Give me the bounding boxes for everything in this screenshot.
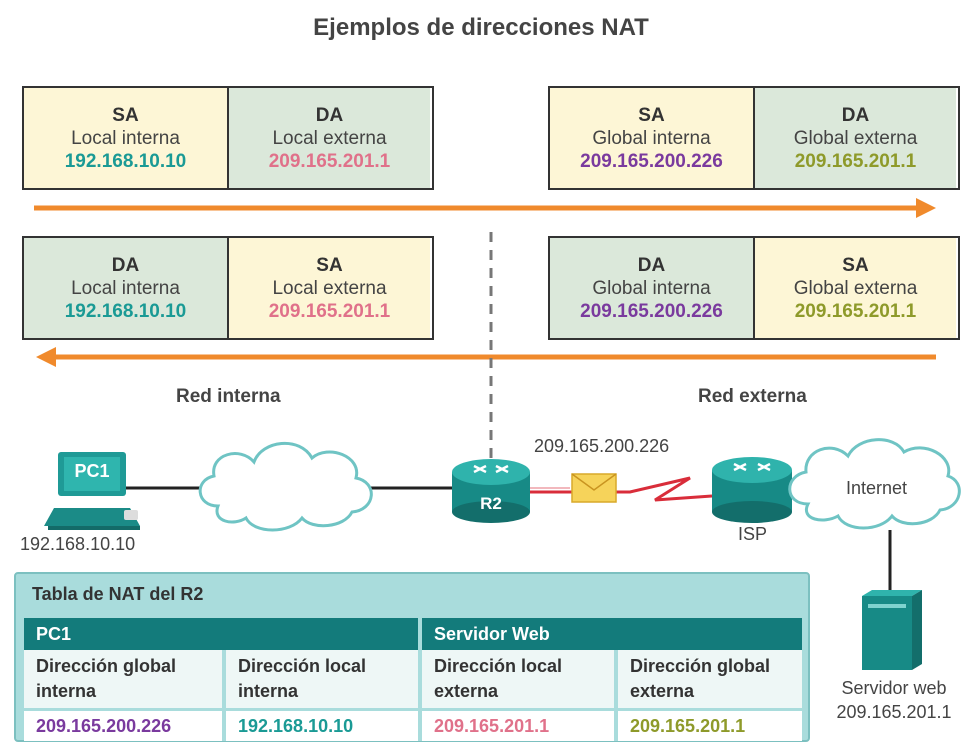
packet-cell: SA Local interna 192.168.10.10 bbox=[24, 88, 227, 188]
cell-header: SA bbox=[842, 254, 869, 276]
diagram-title: Ejemplos de direcciones NAT bbox=[313, 14, 649, 41]
group-web-server: Servidor Web bbox=[418, 618, 802, 650]
cell-header: SA bbox=[638, 104, 665, 126]
server-ip-label: 209.165.201.1 bbox=[836, 702, 952, 722]
cell-scope: Local externa bbox=[272, 127, 387, 149]
nat-table: Tabla de NAT del R2 PC1 Servidor Web Dir… bbox=[14, 572, 810, 742]
packet-cell: DA Global externa 209.165.201.1 bbox=[753, 88, 956, 188]
packet-cell: SA Global externa 209.165.201.1 bbox=[753, 238, 956, 338]
nat-value: 209.165.200.226 bbox=[36, 716, 172, 736]
cloud-icon bbox=[198, 442, 373, 532]
cell-header: SA bbox=[316, 254, 343, 276]
column-header-line: interna bbox=[36, 681, 97, 701]
outside-network-label: Red externa bbox=[698, 386, 807, 407]
router-name: R2 bbox=[480, 494, 502, 513]
column-header-line: Dirección global bbox=[630, 656, 771, 676]
column-header-line: Dirección local bbox=[434, 656, 563, 676]
cell-header: DA bbox=[315, 104, 344, 126]
server-name-label: Servidor web bbox=[841, 678, 947, 698]
packet-bottom-right: DA Global interna 209.165.200.226 SA Glo… bbox=[548, 236, 960, 340]
cell-scope: Local externa bbox=[272, 277, 387, 299]
packet-top-left: SA Local interna 192.168.10.10 DA Local … bbox=[22, 86, 434, 190]
column-header-line: externa bbox=[434, 681, 499, 701]
group-pc1: PC1 bbox=[36, 624, 72, 644]
cell-ip: 209.165.201.1 bbox=[268, 150, 391, 172]
column-header: Dirección global externa bbox=[614, 650, 802, 708]
cell-scope: Local interna bbox=[71, 127, 180, 149]
cell-header: DA bbox=[111, 254, 140, 276]
column-header-line: Dirección global bbox=[36, 656, 177, 676]
internet-label: Internet bbox=[846, 478, 908, 498]
cell-ip: 192.168.10.10 bbox=[64, 300, 187, 322]
arrow-right-icon bbox=[34, 198, 936, 218]
isp-label: ISP bbox=[738, 524, 768, 544]
column-header: Dirección local externa bbox=[418, 650, 614, 708]
column-header: Dirección local interna bbox=[222, 650, 418, 708]
nat-table-column-headers: Dirección global interna Dirección local… bbox=[24, 650, 802, 708]
nat-value: 192.168.10.10 bbox=[222, 711, 418, 741]
pc-name: PC1 bbox=[74, 461, 110, 481]
cell-header: SA bbox=[112, 104, 139, 126]
cell-ip: 209.165.201.1 bbox=[794, 300, 917, 322]
column-header-line: Dirección local bbox=[238, 656, 367, 676]
cell-ip: 209.165.200.226 bbox=[580, 150, 723, 172]
cell-ip: 209.165.200.226 bbox=[580, 300, 723, 322]
packet-bottom-left: DA Local interna 192.168.10.10 SA Local … bbox=[22, 236, 434, 340]
column-header: Dirección global interna bbox=[24, 650, 222, 708]
cell-scope: Global interna bbox=[592, 127, 711, 149]
cell-header: DA bbox=[841, 104, 870, 126]
packet-cell: SA Global interna 209.165.200.226 bbox=[550, 88, 753, 188]
envelope-icon bbox=[571, 473, 617, 503]
packet-top-right: SA Global interna 209.165.200.226 DA Glo… bbox=[548, 86, 960, 190]
isp-router-icon bbox=[712, 457, 792, 523]
nat-value: 209.165.201.1 bbox=[418, 711, 614, 741]
column-header-line: interna bbox=[238, 681, 299, 701]
packet-cell: SA Local externa 209.165.201.1 bbox=[227, 238, 430, 338]
cell-scope: Global externa bbox=[793, 277, 918, 299]
cell-ip: 209.165.201.1 bbox=[794, 150, 917, 172]
column-header-line: externa bbox=[630, 681, 695, 701]
serial-link bbox=[530, 476, 713, 502]
inside-network-label: Red interna bbox=[176, 386, 281, 407]
server-icon bbox=[862, 590, 922, 670]
cell-scope: Global interna bbox=[592, 277, 711, 299]
cell-scope: Global externa bbox=[793, 127, 918, 149]
arrow-left-icon bbox=[36, 347, 936, 367]
packet-cell: DA Global interna 209.165.200.226 bbox=[550, 238, 753, 338]
nat-table-group-header: PC1 Servidor Web bbox=[24, 618, 802, 650]
cell-ip: 209.165.201.1 bbox=[268, 300, 391, 322]
nat-table-title: Tabla de NAT del R2 bbox=[32, 584, 204, 604]
packet-cell: DA Local interna 192.168.10.10 bbox=[24, 238, 227, 338]
nat-table-grid: PC1 Servidor Web Dirección global intern… bbox=[24, 618, 802, 741]
link-ip-label: 209.165.200.226 bbox=[534, 436, 670, 456]
cell-scope: Local interna bbox=[71, 277, 180, 299]
router-icon bbox=[452, 459, 530, 523]
cell-header: DA bbox=[637, 254, 666, 276]
nat-value: 209.165.201.1 bbox=[614, 711, 802, 741]
internet-cloud-icon bbox=[788, 438, 961, 530]
packet-cell: DA Local externa 209.165.201.1 bbox=[227, 88, 430, 188]
pc-icon bbox=[44, 452, 140, 530]
cell-ip: 192.168.10.10 bbox=[64, 150, 187, 172]
pc-ip-label: 192.168.10.10 bbox=[20, 534, 136, 554]
nat-table-row: 209.165.200.226 192.168.10.10 209.165.20… bbox=[24, 708, 802, 741]
